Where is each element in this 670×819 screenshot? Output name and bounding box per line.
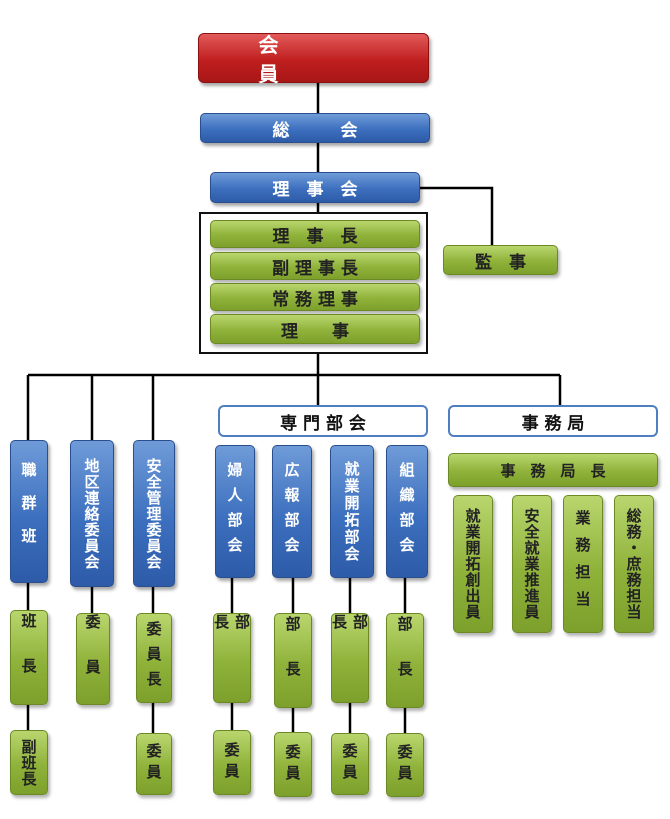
shugyo-kaitaku-bukai-box: 就業開拓部会: [330, 445, 374, 578]
chiku-member: 委員: [76, 613, 110, 705]
staff-gyomu: 業務担当: [563, 495, 603, 633]
chiku-committee-box: 地区連絡委員会: [70, 440, 114, 587]
staff-anzen-suishin: 安全就業推進員: [512, 495, 552, 633]
staff-shugyo-kaitaku: 就業開拓創出員: [453, 495, 493, 633]
shugyo-kaitaku-member: 委員: [331, 733, 369, 795]
shokugun-leader: 班長: [10, 610, 48, 705]
fujin-bukai-box: 婦人部会: [215, 445, 255, 578]
board-frame: [199, 212, 428, 354]
jimukyoku-chief: 事 務 局 長: [448, 453, 658, 487]
soshiki-bucho: 部長: [386, 613, 424, 708]
anzen-chairman: 委員長: [136, 613, 172, 703]
shugyo-kaitaku-bucho: 部長: [330, 613, 369, 703]
kouhou-member: 委員: [274, 732, 312, 797]
board-chairman: 理 事 長: [210, 220, 420, 248]
staff-somu: 総務・庶務担当: [614, 495, 654, 633]
fujin-bucho: 部長: [212, 613, 251, 703]
auditor-box: 監 事: [443, 245, 558, 275]
kouhou-bucho: 部長: [274, 613, 312, 708]
board-director: 理 事: [210, 314, 420, 344]
anzen-member: 委員: [136, 733, 172, 795]
anzen-committee-box: 安全管理委員会: [133, 440, 175, 587]
board-vice-chairman: 副 理 事 長: [210, 252, 420, 280]
rijikai-box: 理 事 会: [210, 172, 420, 203]
fujin-member: 委員: [213, 730, 251, 795]
soshiki-member: 委員: [386, 733, 424, 797]
kaiin-box: 会 員: [198, 33, 429, 86]
soshiki-bukai-box: 組織部会: [386, 445, 428, 578]
shokugun-sub-leader: 副班長: [10, 730, 48, 795]
board-executive-director: 常 務 理 事: [210, 283, 420, 311]
senmon-bukai-box: 専 門 部 会: [218, 405, 428, 437]
shokugun-box: 職群班: [10, 440, 48, 583]
soukai-box: 総 会: [200, 113, 430, 143]
kouhou-bukai-box: 広報部会: [272, 445, 312, 578]
jimukyoku-box: 事 務 局: [448, 405, 658, 437]
